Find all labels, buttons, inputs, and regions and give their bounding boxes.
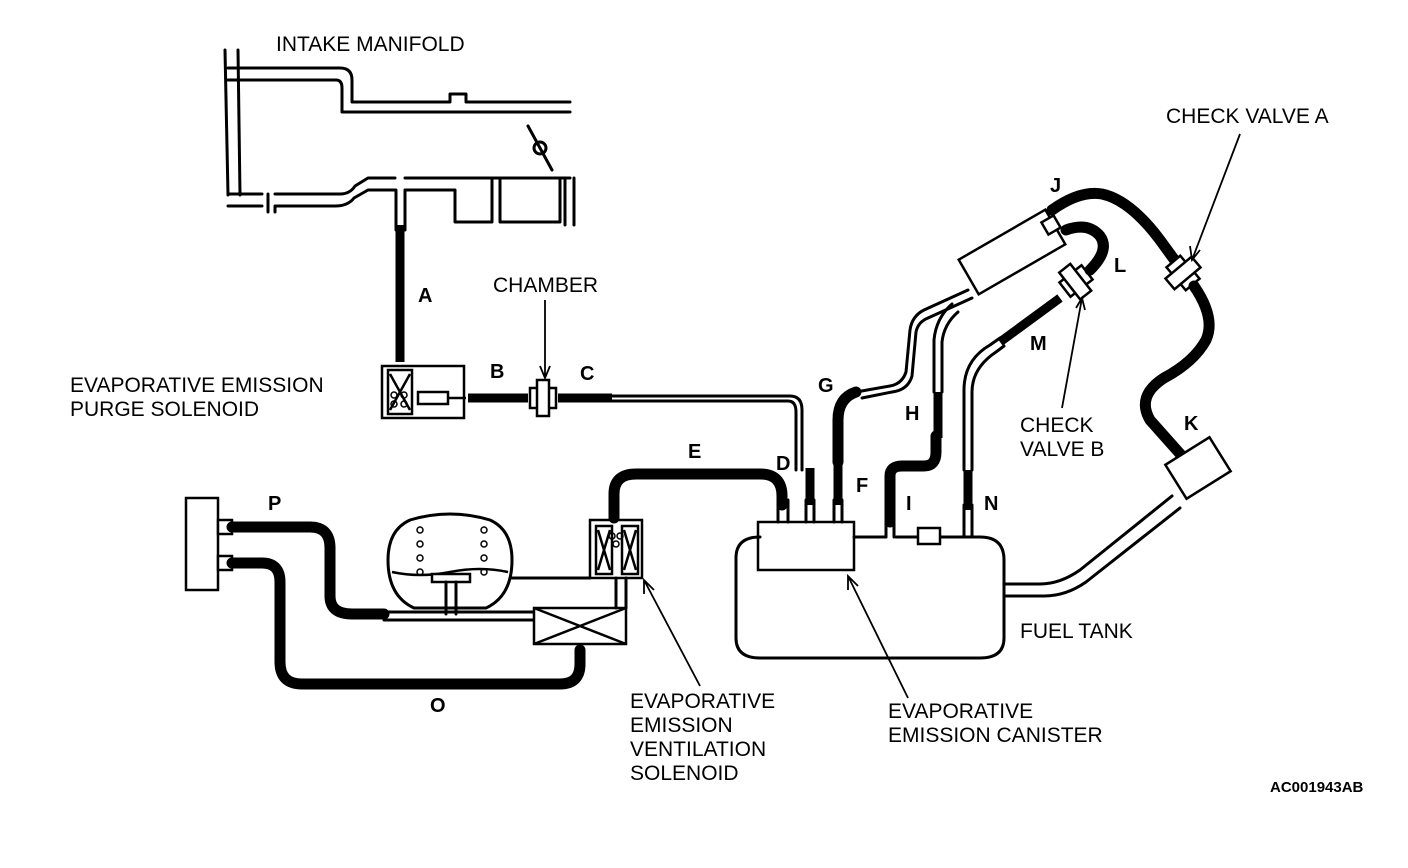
hose-label-g: G — [818, 375, 834, 397]
hose-k — [1139, 280, 1215, 462]
hose-label-k: K — [1184, 413, 1199, 435]
hose-i — [884, 430, 942, 528]
purge-line — [610, 394, 804, 472]
check-valve-a-label: CHECK VALVE A — [1166, 105, 1329, 128]
check-valve-a-arrow — [1189, 133, 1241, 263]
hose-m — [997, 294, 1063, 346]
hose-label-p: P — [268, 493, 281, 515]
hose-e — [608, 468, 788, 524]
hose-j — [1046, 187, 1182, 268]
canister-label-2: EMISSION CANISTER — [888, 724, 1103, 747]
hose-label-b: B — [490, 361, 504, 383]
check-valve-b — [1057, 262, 1095, 302]
ventilation-solenoid-arrow — [643, 577, 701, 687]
hose-label-d: D — [776, 453, 790, 475]
air-filter — [184, 496, 234, 592]
hose-label-j: J — [1050, 175, 1061, 197]
chamber — [528, 378, 558, 418]
evap-canister — [756, 498, 856, 572]
drain-filter — [532, 576, 628, 646]
ventilation-solenoid-label-2: EMISSION — [630, 714, 733, 737]
ventilation-solenoid-label-1: EVAPORATIVE — [630, 690, 775, 713]
hose-p — [226, 521, 390, 620]
purge-solenoid — [380, 364, 466, 420]
ventilation-solenoid-label-4: SOLENOID — [630, 762, 739, 785]
check-valve-b-arrow — [1061, 295, 1086, 409]
intake-manifold — [223, 48, 576, 232]
ventilation-solenoid-label-3: VENTILATION — [630, 738, 766, 761]
chamber-label: CHAMBER — [493, 274, 598, 297]
intake-manifold-label: INTAKE MANIFOLD — [276, 33, 465, 56]
canister-arrow — [847, 573, 909, 699]
hose-o — [226, 557, 586, 690]
hose-label-h: H — [905, 403, 919, 425]
two-way-valve — [956, 207, 1068, 297]
hose-g — [832, 386, 862, 468]
purge-solenoid-label-2: PURGE SOLENOID — [70, 398, 259, 421]
check-valve-b-label-1: CHECK — [1020, 414, 1094, 437]
fuel-tank-label: FUEL TANK — [1020, 620, 1133, 643]
line-h-upper — [932, 302, 954, 394]
hose-label-c: C — [580, 363, 594, 385]
check-valve-b-label-2: VALVE B — [1020, 438, 1104, 461]
hose-label-a: A — [418, 285, 432, 307]
hose-label-f: F — [856, 475, 868, 497]
filler-neck — [1002, 435, 1233, 598]
drain-line — [382, 610, 536, 622]
chamber-arrow — [539, 300, 551, 381]
hose-label-l: L — [1114, 255, 1126, 277]
hose-label-n: N — [984, 493, 998, 515]
hose-label-o: O — [430, 695, 446, 717]
fuel-tank — [734, 503, 1006, 660]
hose-label-e: E — [688, 441, 701, 463]
hose-label-m: M — [1030, 333, 1047, 355]
hose-label-i: I — [906, 493, 912, 515]
sub-tank — [386, 512, 514, 616]
line-n-upper — [962, 336, 1002, 472]
figure-code: AC001943AB — [1270, 779, 1364, 796]
ventilation-solenoid — [588, 518, 644, 580]
canister-label-1: EVAPORATIVE — [888, 700, 1033, 723]
hose-l — [1060, 221, 1109, 276]
purge-solenoid-label-1: EVAPORATIVE EMISSION — [70, 374, 324, 397]
line-g-upper — [854, 288, 970, 394]
